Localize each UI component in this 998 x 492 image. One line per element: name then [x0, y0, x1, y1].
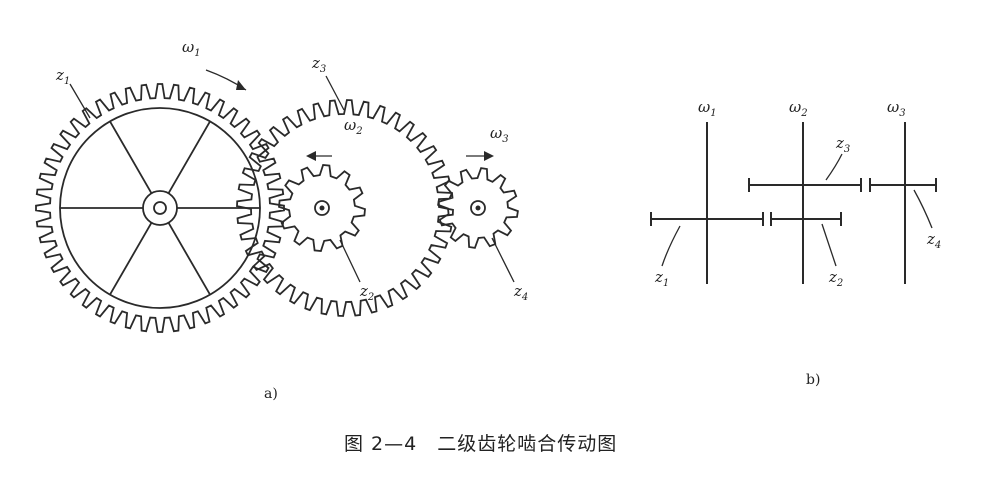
- gear-z2-hub: [314, 200, 330, 216]
- leader-z4: [491, 237, 515, 283]
- label-z4: z4: [513, 282, 528, 303]
- gear-z4-hub: [470, 200, 486, 216]
- label-z2: z2: [359, 282, 374, 303]
- gear-z2: [278, 164, 366, 252]
- leader-b-z3: [825, 153, 843, 181]
- gear-z2-center: [319, 205, 325, 211]
- leader-z2: [339, 239, 361, 283]
- label-b-z4: z4: [926, 230, 941, 251]
- gear-z1-spoke: [109, 120, 153, 194]
- panel-a: z1 z3 z2 z4 ω1 ω2 ω3 a): [35, 38, 528, 402]
- gear-z4-center: [475, 205, 481, 211]
- gear-z1-bore: [153, 201, 167, 215]
- label-b-omega-2: ω2: [789, 98, 808, 119]
- label-omega-1: ω1: [182, 38, 201, 59]
- panel-b: ω1 ω2 ω3 z1 z2 z3 z4 b): [650, 98, 941, 388]
- panel-a-label: a): [264, 386, 278, 402]
- gear-z1-spoke: [109, 222, 153, 296]
- gear-z1-spoke: [167, 120, 211, 194]
- leader-b-z2: [821, 223, 837, 267]
- leader-z3: [325, 75, 345, 111]
- gear-z1-hub: [142, 190, 178, 226]
- arrowhead-w1: [236, 80, 246, 90]
- label-b-z1: z1: [654, 268, 669, 289]
- label-b-z2: z2: [828, 268, 843, 289]
- label-b-omega-1: ω1: [698, 98, 717, 119]
- gear-z4: [437, 167, 519, 249]
- gear-z1: [35, 83, 285, 333]
- gear-z1-spokes: [60, 120, 260, 296]
- label-b-omega-3: ω3: [887, 98, 906, 119]
- arrowhead-w2: [306, 151, 316, 161]
- panel-b-label: b): [806, 372, 820, 388]
- label-z3: z3: [311, 54, 326, 75]
- leader-b-z4: [913, 189, 933, 229]
- leader-z1: [69, 83, 91, 119]
- label-omega-2: ω2: [344, 116, 363, 137]
- gear-z3: [236, 99, 454, 317]
- leader-b-z1: [661, 225, 681, 267]
- label-z1: z1: [55, 66, 70, 87]
- label-b-z3: z3: [835, 134, 850, 155]
- gear-z1-spoke: [167, 222, 211, 296]
- arrowhead-w3: [484, 151, 494, 161]
- label-omega-3: ω3: [490, 124, 509, 145]
- figure-caption: 图 2—4 二级齿轮啮合传动图: [344, 433, 617, 455]
